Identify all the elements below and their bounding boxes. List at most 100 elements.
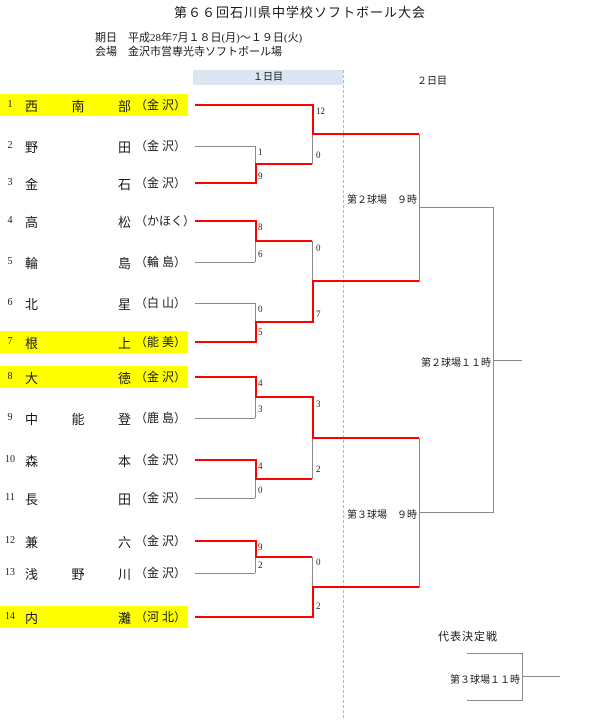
- bracket-line: [312, 280, 419, 282]
- bracket-line: [195, 459, 255, 461]
- team-region: （かほく）: [135, 214, 196, 228]
- match-score: 6: [258, 249, 263, 259]
- bracket-line: [419, 438, 420, 588]
- bracket-line: [195, 146, 255, 147]
- team-seed: 4: [7, 215, 13, 226]
- day2-header: ２日目: [417, 76, 447, 87]
- semifinal-bottom-venue: 第３球場 ９時: [347, 510, 417, 521]
- bracket-line: [255, 480, 256, 498]
- bracket-line: [255, 556, 312, 558]
- match-score: 4: [258, 461, 263, 471]
- match-score: 4: [258, 378, 263, 388]
- match-score: 9: [258, 171, 263, 181]
- bracket-line: [255, 303, 256, 322]
- bracket-line: [255, 220, 257, 242]
- bracket-line: [312, 586, 314, 618]
- bracket-line: [195, 182, 255, 184]
- representative-venue: 第３球場１１時: [450, 675, 520, 686]
- bracket-line: [312, 133, 419, 135]
- team-row: 3 金石 （金 沢）: [0, 172, 188, 194]
- team-row: 1 西南部 （金 沢）: [0, 94, 188, 116]
- bracket-line: [255, 163, 257, 184]
- bracket-line: [195, 262, 255, 263]
- team-seed: 11: [5, 492, 15, 503]
- team-name: 金石: [25, 176, 131, 192]
- bracket-line: [312, 135, 313, 164]
- bracket-line: [255, 558, 256, 573]
- bracket-line: [255, 240, 312, 242]
- team-row: 8 大徳 （金 沢）: [0, 366, 188, 388]
- bracket-line: [195, 573, 255, 574]
- team-region: （金 沢）: [135, 566, 187, 580]
- team-name: 中能登: [25, 411, 131, 427]
- bracket-line: [195, 540, 255, 542]
- bracket-line: [312, 280, 314, 323]
- bracket-line: [522, 653, 523, 701]
- bracket-line: [312, 437, 419, 439]
- match-score: 1: [258, 147, 263, 157]
- bracket-line: [419, 134, 420, 282]
- semifinal-top-venue: 第２球場 ９時: [347, 195, 417, 206]
- bracket-line: [255, 540, 257, 558]
- bracket-line: [195, 303, 255, 304]
- team-region: （金 沢）: [135, 534, 187, 548]
- bracket-line: [195, 616, 312, 618]
- bracket-line: [195, 104, 312, 106]
- team-name: 野田: [25, 139, 131, 155]
- bracket-line: [312, 396, 314, 439]
- venue-label: 会場: [95, 46, 117, 58]
- match-score: 0: [258, 485, 263, 495]
- team-region: （金 沢）: [135, 98, 187, 112]
- team-seed: 9: [7, 412, 13, 423]
- match-score: 7: [316, 309, 321, 319]
- match-score: 5: [258, 327, 263, 337]
- team-seed: 3: [7, 177, 13, 188]
- team-seed: 7: [7, 336, 13, 347]
- team-name: 根上: [25, 335, 131, 351]
- day1-header: １日目: [193, 70, 343, 85]
- bracket-line: [255, 321, 312, 323]
- team-name: 北星: [25, 296, 131, 312]
- team-region: （金 沢）: [135, 453, 187, 467]
- representative-match-title: 代表決定戦: [438, 631, 498, 643]
- match-score: 2: [316, 464, 321, 474]
- bracket-line: [195, 220, 255, 222]
- date-label: 期日: [95, 32, 117, 44]
- team-seed: 8: [7, 371, 13, 382]
- final-venue: 第２球場１１時: [421, 358, 491, 369]
- team-region: （金 沢）: [135, 370, 187, 384]
- team-name: 輪島: [25, 255, 131, 271]
- match-score: 0: [316, 557, 321, 567]
- team-seed: 6: [7, 297, 13, 308]
- team-region: （金 沢）: [135, 176, 187, 190]
- team-region: （輪 島）: [135, 255, 187, 269]
- team-name: 森本: [25, 453, 131, 469]
- team-name: 浅野川: [25, 566, 131, 582]
- match-score: 3: [316, 399, 321, 409]
- team-seed: 10: [5, 454, 15, 465]
- bracket-line: [195, 418, 255, 419]
- team-name: 高松: [25, 214, 131, 230]
- team-name: 大徳: [25, 370, 131, 386]
- day-divider: [343, 70, 344, 718]
- team-name: 西南部: [25, 98, 131, 114]
- bracket-line: [195, 341, 255, 343]
- match-score: 0: [316, 243, 321, 253]
- match-score: 9: [258, 542, 263, 552]
- match-score: 0: [316, 150, 321, 160]
- team-region: （河 北）: [135, 610, 187, 624]
- venue-value: 金沢市営専光寺ソフトボール場: [128, 46, 282, 58]
- bracket-line: [255, 396, 312, 398]
- bracket-line: [195, 376, 255, 378]
- team-name: 長田: [25, 491, 131, 507]
- bracket-line: [255, 478, 312, 480]
- match-score: 12: [316, 106, 325, 116]
- team-seed: 1: [7, 99, 13, 110]
- bracket-line: [255, 321, 257, 343]
